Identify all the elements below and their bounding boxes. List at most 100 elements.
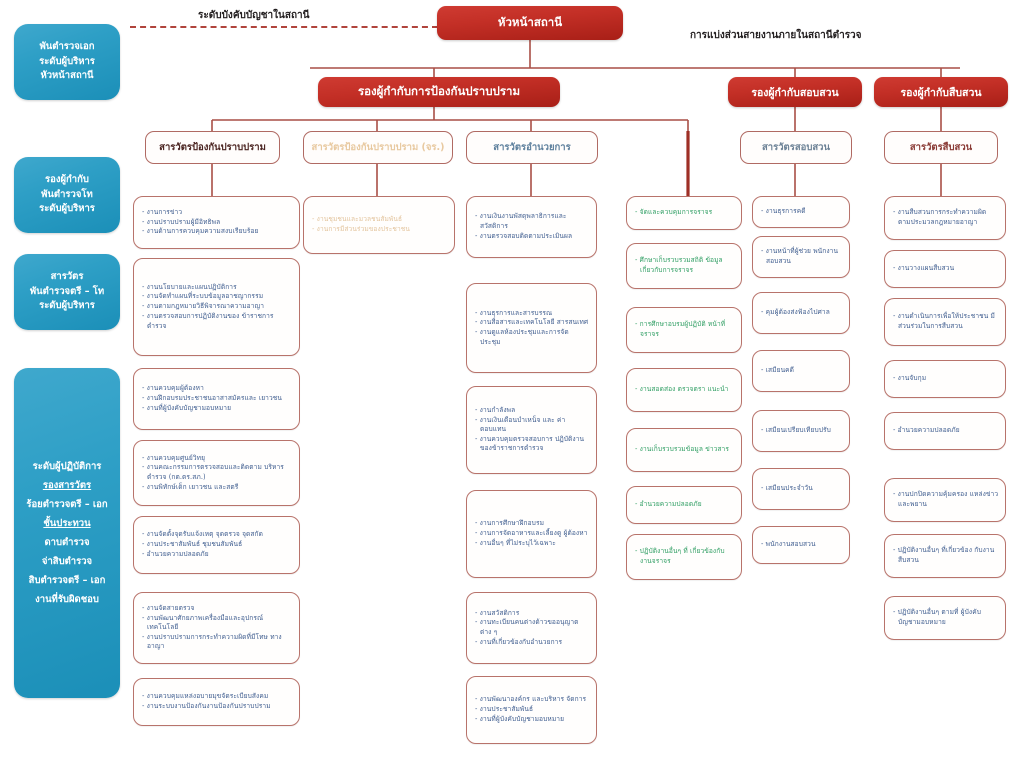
task-item: - งานเก็บรวบรวมข้อมูล ข่าวสาร	[635, 445, 729, 454]
task-item: - ศึกษาเก็บรวบรวมสถิติ ข้อมูลเกี่ยวกับกา…	[635, 256, 723, 274]
task-card[interactable]: - งานจัดตั้งจุดรับแจ้งเหตุ จุดตรวจ จุดสก…	[133, 516, 300, 574]
task-card[interactable]: - งานกำลังพล - งานเงินเดือนบำเหน็จ และ ค…	[466, 386, 597, 474]
task-card[interactable]: - อำนวยความปลอดภัย	[884, 412, 1006, 450]
node-station-chief[interactable]: หัวหน้าสถานี	[437, 6, 623, 40]
rail-line: พันตำรวจโท	[41, 188, 93, 200]
task-item: - เสมียนคดี	[761, 366, 795, 375]
section-prevention[interactable]: สารวัตรป้องกันปราบปราม	[145, 131, 280, 164]
rail-line: ระดับผู้บริหาร	[39, 55, 95, 67]
task-item: - งานหน้าที่ผู้ช่วย พนักงานสอบสวน	[761, 247, 839, 265]
task-item: - จัดและควบคุมการจราจร	[635, 208, 713, 217]
task-item: - งานสวัสดิการ	[475, 608, 520, 617]
task-item: - งานจับกุม	[893, 374, 927, 383]
node-deputy-prevention[interactable]: รองผู้กำกับการป้องกันปราบปราม	[318, 77, 560, 107]
task-item: - งานปกปิดความคุ้มครอง แหล่งข่าวและพยาน	[893, 490, 999, 508]
task-item: - งานตรวจสอบการปฏิบัติงานของ ข้าราชการตำ…	[142, 312, 274, 330]
task-item: - งานที่เกี่ยวข้องกับอำนวยการ	[475, 637, 563, 646]
dashed-divider	[130, 26, 438, 28]
task-card[interactable]: - ศึกษาเก็บรวบรวมสถิติ ข้อมูลเกี่ยวกับกา…	[626, 243, 742, 289]
task-item: - งานสอดส่อง ตรวจตรา แนะนำ	[635, 385, 729, 394]
task-item: - งานที่ผู้บังคับบัญชามอบหมาย	[475, 714, 565, 723]
task-item: - งานพิทักษ์เด็ก เยาวชน และสตรี	[142, 482, 239, 491]
task-card[interactable]: - จัดและควบคุมการจราจร	[626, 196, 742, 230]
task-item: - งานนโยบายและแผนปฏิบัติการ	[142, 282, 237, 291]
rail-line: จ่าสิบตำรวจ	[41, 556, 93, 567]
task-card[interactable]: - งานการศึกษาฝึกอบรม - งานการจัดอาหารและ…	[466, 490, 597, 578]
task-item: - งานฝึกอบรมประชาชนอาสาสมัครและ เยาวชน	[142, 394, 282, 403]
task-card[interactable]: - งานเก็บรวบรวมข้อมูล ข่าวสาร	[626, 428, 742, 472]
rank-deputy-superintendent[interactable]: รองผู้กำกับ พันตำรวจโท ระดับผู้บริหาร	[14, 157, 120, 233]
task-card[interactable]: - งานสวัสดิการ - งานทะเบียนคนต่างด้าวขออ…	[466, 592, 597, 664]
section-inquiry[interactable]: สารวัตรสอบสวน	[740, 131, 852, 164]
task-item: - งานจัดตั้งจุดรับแจ้งเหตุ จุดตรวจ จุดสก…	[142, 530, 264, 539]
task-card[interactable]: - พนักงานสอบสวน	[752, 526, 850, 564]
task-item: - ปฏิบัติงานอื่นๆ ที่เกี่ยวข้อง กับงานสื…	[893, 546, 995, 564]
task-card[interactable]: - เสมียนประจำวัน	[752, 468, 850, 510]
task-card[interactable]: - งานควบคุมศูนย์วิทยุ - งานคณะกรรมการตรว…	[133, 440, 300, 506]
task-card[interactable]: - ปฏิบัติงานอื่นๆ ที่เกี่ยวข้อง กับงานสื…	[884, 534, 1006, 578]
rail-line: พันตำรวจเอก	[39, 40, 95, 52]
task-item: - งานจัดทำแผนที่ระบบข้อมูลอาชญากรรม	[142, 292, 264, 301]
task-item: - งานประชาสัมพันธ์	[475, 705, 534, 714]
rail-line: ดาบตำรวจ	[44, 537, 90, 548]
task-item: - งานการข่าว	[142, 207, 183, 216]
node-deputy-investigation[interactable]: รองผู้กำกับสืบสวน	[874, 77, 1008, 107]
task-item: - งานพัฒนาศักยภาพเครื่องมือและอุปกรณ์ เท…	[142, 613, 264, 632]
task-item: - ปฏิบัติงานอื่นๆ ตามที่ ผู้บังคับบัญชาม…	[893, 608, 982, 626]
section-administration[interactable]: สารวัตรอำนวยการ	[466, 131, 598, 164]
section-prevention-alt[interactable]: สารวัตรป้องกันปราบปราม (จร.)	[303, 131, 453, 164]
task-card[interactable]: - งานสืบสวนการกระทำความผิด ตามประมวลกฎหม…	[884, 196, 1006, 240]
task-card[interactable]: - การศึกษาอบรมผู้ปฏิบัติ หน้าที่จราจร	[626, 307, 742, 353]
rail-line: พันตำรวจตรี – โท	[29, 285, 105, 297]
task-card[interactable]: - งานพัฒนาองค์กร และบริหาร จัดการ - งานป…	[466, 676, 597, 744]
task-card[interactable]: - งานปกปิดความคุ้มครอง แหล่งข่าวและพยาน	[884, 478, 1006, 522]
task-card[interactable]: - งานธุรการคดี	[752, 196, 850, 228]
task-card[interactable]: - อำนวยความปลอดภัย	[626, 486, 742, 524]
task-item: - เสมียนเปรียบเทียบปรับ	[761, 426, 831, 435]
task-card[interactable]: - งานเงินงานพัสดุพลาธิการและ สวัสดิการ -…	[466, 196, 597, 258]
section-investigation[interactable]: สารวัตรสืบสวน	[884, 131, 998, 164]
task-item: - เสมียนประจำวัน	[761, 484, 813, 493]
task-card[interactable]: - งานควบคุมผู้ต้องหา - งานฝึกอบรมประชาชน…	[133, 368, 300, 430]
task-item: - งานธุรการและสารบรรณ	[475, 308, 553, 317]
rail-line: สิบตำรวจตรี – เอก	[28, 575, 106, 586]
task-item: - งานควบคุมตรวจสอบการ ปฏิบัติงานของข้ารา…	[475, 434, 585, 453]
task-card[interactable]: - งานนโยบายและแผนปฏิบัติการ - งานจัดทำแผ…	[133, 258, 300, 356]
task-card[interactable]: - งานควบคุมแหล่งอบายมุขจัดระเบียบสังคม -…	[133, 678, 300, 726]
task-card[interactable]: - งานวางแผนสืบสวน	[884, 250, 1006, 288]
task-card[interactable]: - งานหน้าที่ผู้ช่วย พนักงานสอบสวน	[752, 236, 850, 278]
task-card[interactable]: - งานจัดสายตรวจ - งานพัฒนาศักยภาพเครื่อง…	[133, 592, 300, 664]
rail-line: ระดับผู้บริหาร	[39, 203, 95, 215]
task-item: - งานอื่นๆ ที่ไม่ระบุไว้เฉพาะ	[475, 538, 556, 547]
rail-line: สารวัตร	[50, 270, 84, 282]
rail-line: รองผู้กำกับ	[45, 173, 89, 185]
task-item: - งานกำลังพล	[475, 405, 516, 414]
task-card[interactable]: - เสมียนคดี	[752, 350, 850, 392]
task-card[interactable]: - งานจับกุม	[884, 360, 1006, 398]
task-item: - งานชุมชนและมวลชนสัมพันธ์	[312, 215, 403, 224]
rail-line: รองสารวัตร	[42, 480, 92, 491]
task-card[interactable]: - เสมียนเปรียบเทียบปรับ	[752, 410, 850, 452]
task-item: - งานวางแผนสืบสวน	[893, 264, 955, 273]
rank-station-chief[interactable]: พันตำรวจเอก ระดับผู้บริหาร หัวหน้าสถานี	[14, 24, 120, 100]
task-card[interactable]: - งานชุมชนและมวลชนสัมพันธ์ - งานการมีส่ว…	[303, 196, 455, 254]
task-card[interactable]: - คุมผู้ต้องส่งฟ้องไปศาล	[752, 292, 850, 334]
task-item: - งานการมีส่วนร่วมของประชาชน	[312, 225, 410, 233]
task-card[interactable]: - งานดำเนินการเพื่อให้ประชาชน มีส่วนร่วม…	[884, 298, 1006, 346]
task-card[interactable]: - ปฏิบัติงานอื่นๆ ตามที่ ผู้บังคับบัญชาม…	[884, 596, 1006, 640]
rank-operations-level[interactable]: ระดับผู้ปฏิบัติการ รองสารวัตร ร้อยตำรวจต…	[14, 368, 120, 698]
task-item: - งานปราบปรามผู้มีอิทธิพล	[142, 217, 221, 226]
task-item: - พนักงานสอบสวน	[761, 540, 816, 549]
task-item: - งานควบคุมศูนย์วิทยุ	[142, 453, 206, 462]
task-card[interactable]: - ปฏิบัติงานอื่นๆ ที่ เกี่ยวข้องกับงานจร…	[626, 534, 742, 580]
task-card[interactable]: - งานธุรการและสารบรรณ - งานสื่อสารและเทค…	[466, 283, 597, 373]
rail-line: ชั้นประทวน	[43, 518, 91, 529]
rail-line: ระดับผู้ปฏิบัติการ	[32, 461, 102, 472]
rank-inspector[interactable]: สารวัตร พันตำรวจตรี – โท ระดับผู้บริหาร	[14, 254, 120, 330]
node-deputy-inquiry[interactable]: รองผู้กำกับสอบสวน	[728, 77, 862, 107]
rail-line: ร้อยตำรวจตรี – เอก	[26, 499, 108, 510]
task-card[interactable]: - งานสอดส่อง ตรวจตรา แนะนำ	[626, 368, 742, 412]
task-card[interactable]: - งานการข่าว - งานปราบปรามผู้มีอิทธิพล -…	[133, 196, 300, 249]
task-item: - ปฏิบัติงานอื่นๆ ที่ เกี่ยวข้องกับงานจร…	[635, 547, 725, 565]
